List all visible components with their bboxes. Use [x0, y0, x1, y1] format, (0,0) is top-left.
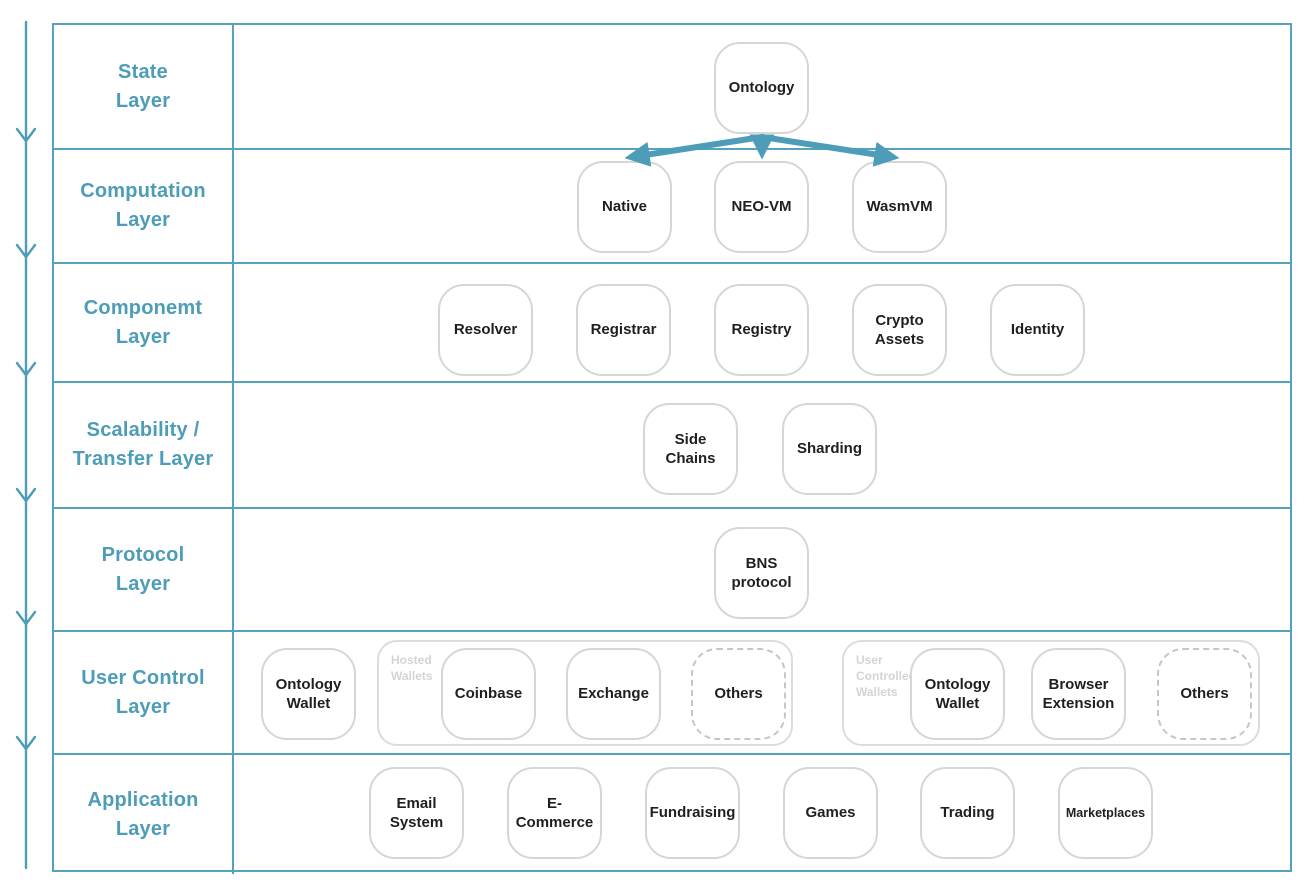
layer-label-protocol: Protocol Layer — [54, 509, 234, 630]
node-ontology-wallet: Ontology Wallet — [261, 648, 356, 740]
node-neo-vm: NEO-VM — [714, 161, 809, 253]
node-e-commerce: E- Commerce — [507, 767, 602, 859]
node-email-system: Email System — [369, 767, 464, 859]
node-crypto-assets: Crypto Assets — [852, 284, 947, 376]
node-marketplaces: Marketplaces — [1058, 767, 1153, 859]
node-native: Native — [577, 161, 672, 253]
wallet-group-hosted-label: Hosted Wallets — [391, 653, 433, 684]
layer-row-user-control: User Control Layer — [54, 632, 1290, 755]
node-others-hosted: Others — [691, 648, 786, 740]
layer-table: State Layer Computation Layer Componemt … — [52, 23, 1292, 874]
layer-row-computation: Computation Layer — [54, 150, 1290, 264]
node-games: Games — [783, 767, 878, 859]
layer-label-user-control: User Control Layer — [54, 632, 234, 753]
node-wasmvm: WasmVM — [852, 161, 947, 253]
node-sharding: Sharding — [782, 403, 877, 495]
layer-label-application: Application Layer — [54, 755, 234, 874]
node-coinbase: Coinbase — [441, 648, 536, 740]
layer-label-computation: Computation Layer — [54, 150, 234, 262]
node-ontology-wallet-user: Ontology Wallet — [910, 648, 1005, 740]
layer-label-scalability: Scalability / Transfer Layer — [54, 383, 234, 507]
layer-row-component: Componemt Layer — [54, 264, 1290, 383]
node-identity: Identity — [990, 284, 1085, 376]
node-side-chains: Side Chains — [643, 403, 738, 495]
node-bns-protocol: BNS protocol — [714, 527, 809, 619]
node-registrar: Registrar — [576, 284, 671, 376]
node-browser-extension: Browser Extension — [1031, 648, 1126, 740]
flow-direction-arrow — [15, 20, 37, 870]
node-fundraising: Fundraising — [645, 767, 740, 859]
wallet-group-user-controlled-label: User Controlled Wallets — [856, 653, 916, 700]
node-trading: Trading — [920, 767, 1015, 859]
node-registry: Registry — [714, 284, 809, 376]
layer-row-state: State Layer — [54, 25, 1290, 150]
node-others-user-controlled: Others — [1157, 648, 1252, 740]
node-ontology: Ontology — [714, 42, 809, 134]
layer-label-component: Componemt Layer — [54, 264, 234, 381]
layer-label-state: State Layer — [54, 25, 234, 148]
layer-row-scalability: Scalability / Transfer Layer — [54, 383, 1290, 509]
node-resolver: Resolver — [438, 284, 533, 376]
layer-row-protocol: Protocol Layer — [54, 509, 1290, 632]
layer-row-application: Application Layer — [54, 755, 1290, 874]
node-exchange: Exchange — [566, 648, 661, 740]
